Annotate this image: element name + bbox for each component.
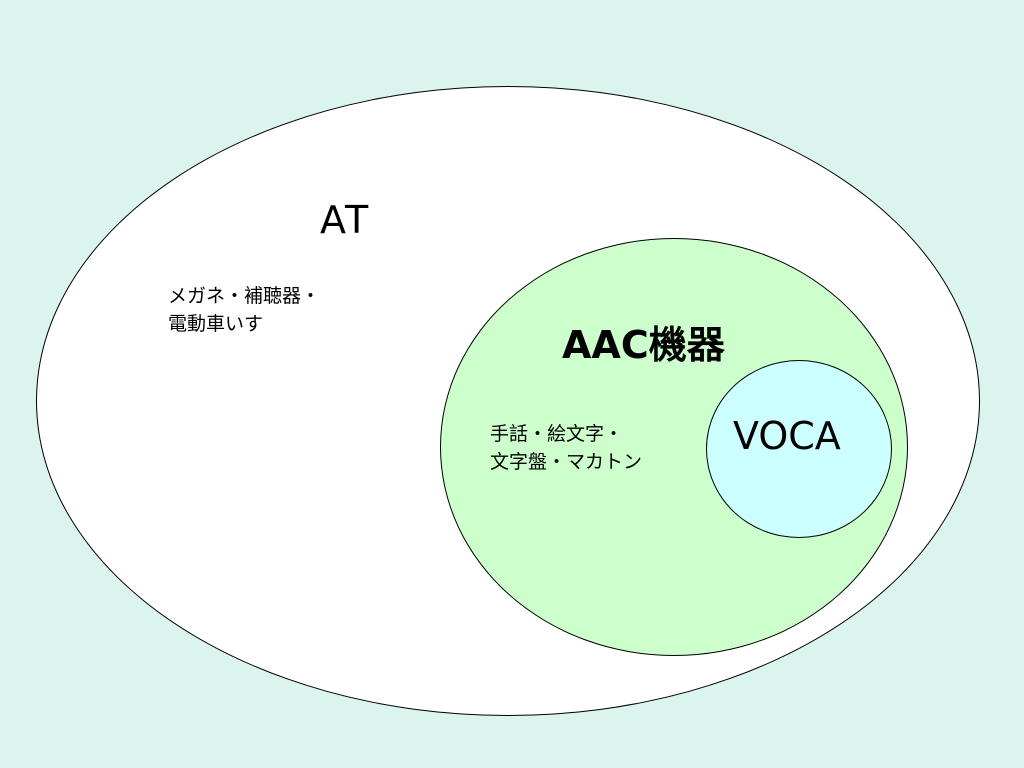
voca-title: VOCA [733, 414, 841, 458]
at-examples: メガネ・補聴器・ 電動車いす [168, 282, 320, 338]
aac-examples-line-1: 手話・絵文字・ [490, 423, 624, 445]
at-title: AT [320, 198, 371, 242]
aac-examples: 手話・絵文字・ 文字盤・マカトン [490, 420, 642, 476]
voca-ellipse [706, 360, 892, 538]
at-examples-line-2: 電動車いす [168, 313, 264, 335]
aac-examples-line-2: 文字盤・マカトン [490, 451, 643, 473]
at-examples-line-1: メガネ・補聴器・ [168, 285, 321, 307]
aac-title: AAC機器 [562, 323, 725, 367]
